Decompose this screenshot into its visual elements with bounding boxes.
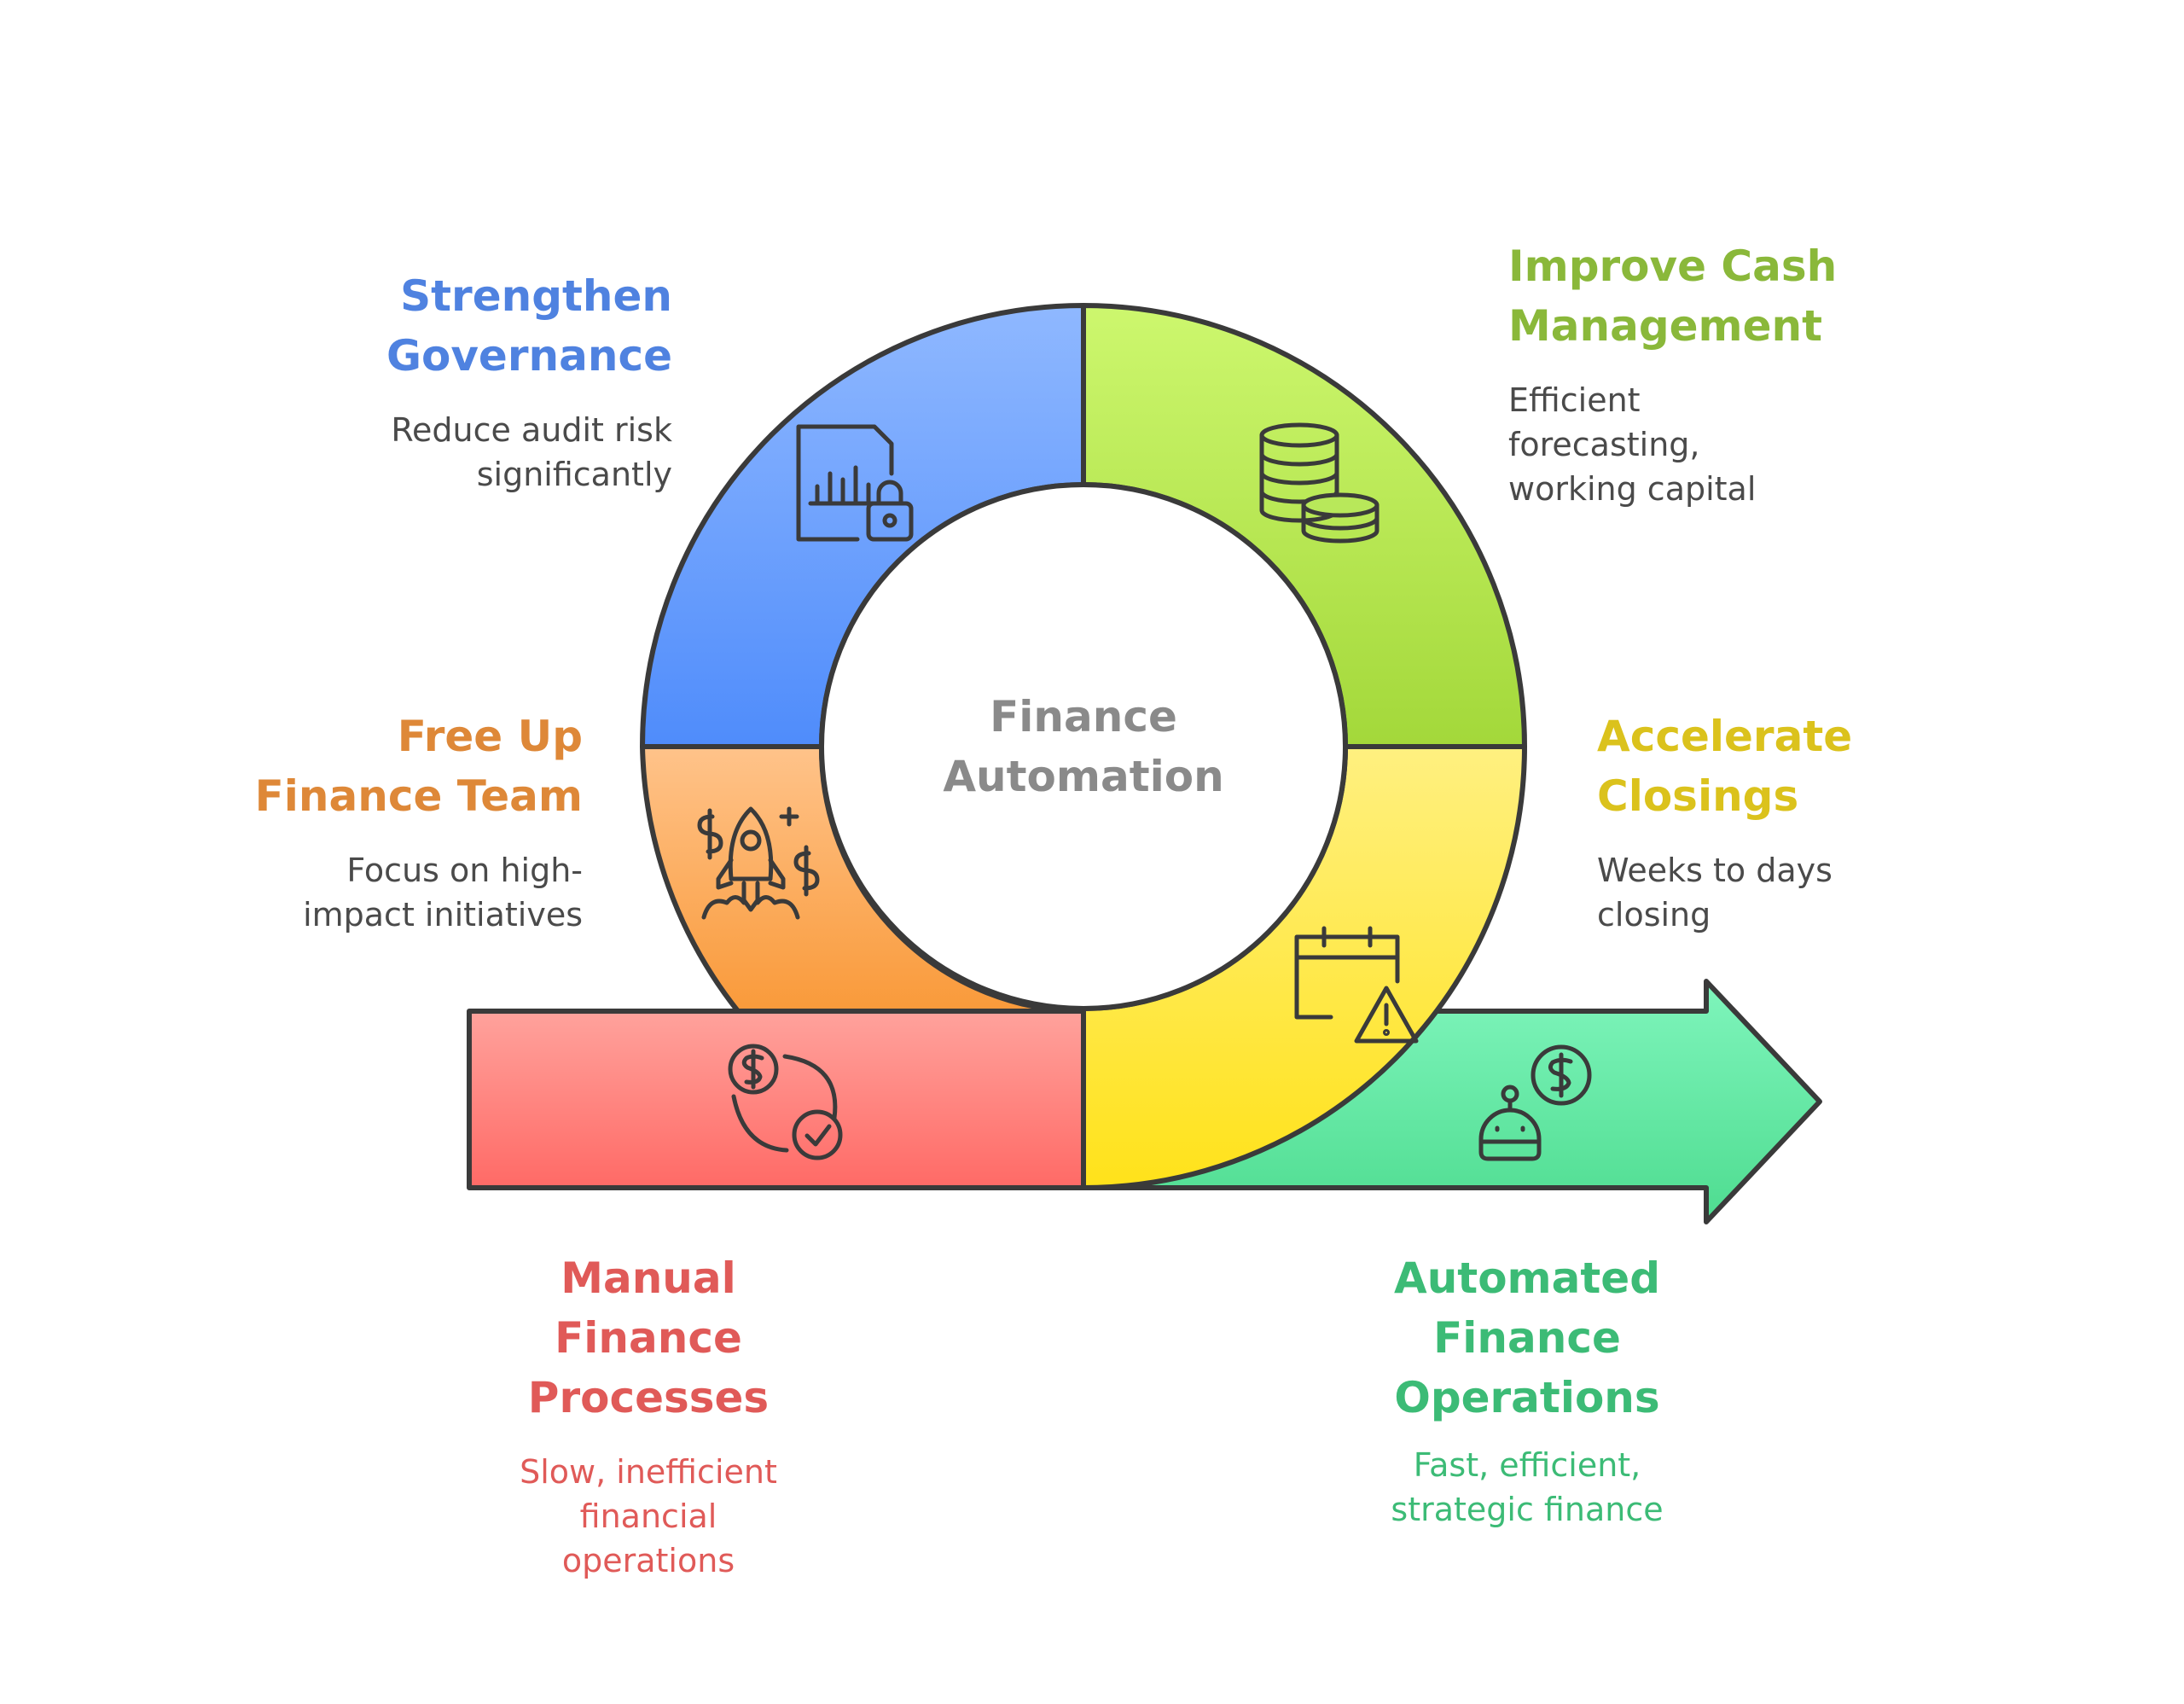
cash-title: Improve Cash Management <box>1508 236 1837 356</box>
closings-description: Weeks to days closing <box>1597 848 1852 937</box>
center-line-1: Finance <box>990 692 1177 742</box>
team-title-line-2: Finance Team <box>254 771 583 821</box>
dollar-cycle-check-icon <box>728 1044 843 1160</box>
team-title-line-1: Free Up <box>397 712 583 761</box>
manual-description: Slow, inefficient financial operations <box>435 1450 862 1583</box>
automated-title-line-2: Finance <box>1433 1313 1621 1363</box>
team-label: Free Up Finance Team Focus on high- impa… <box>255 707 583 937</box>
automated-title-line-1: Automated <box>1394 1253 1660 1303</box>
cash-desc-line-2: forecasting, <box>1508 426 1700 463</box>
cash-desc-line-1: Efficient <box>1508 381 1641 419</box>
cash-title-line-2: Management <box>1508 301 1823 351</box>
governance-label: Strengthen Governance Reduce audit risk … <box>386 266 672 497</box>
closings-title-line-1: Accelerate <box>1597 712 1853 761</box>
closings-desc-line-2: closing <box>1597 896 1711 933</box>
center-circle <box>819 482 1348 1011</box>
automated-desc-line-1: Fast, efficient, <box>1413 1446 1641 1484</box>
governance-title-line-1: Strengthen <box>400 271 672 321</box>
center-label: Finance Automation <box>904 687 1263 806</box>
center-line-2: Automation <box>943 752 1224 801</box>
cash-label: Improve Cash Management Efficient foreca… <box>1508 236 1837 511</box>
team-description: Focus on high- impact initiatives <box>255 848 583 937</box>
manual-bar <box>467 1009 1086 1190</box>
automated-label: Automated Finance Operations Fast, effic… <box>1314 1248 1740 1532</box>
cash-title-line-1: Improve Cash <box>1508 241 1838 291</box>
automated-title-line-3: Operations <box>1394 1373 1660 1422</box>
closings-title-line-2: Closings <box>1597 771 1799 821</box>
cash-desc-line-3: working capital <box>1508 470 1757 508</box>
manual-label: Manual Finance Processes Slow, inefficie… <box>435 1248 862 1583</box>
manual-title: Manual Finance Processes <box>435 1248 862 1428</box>
document-chart-lock-icon <box>796 424 914 542</box>
governance-desc-line-1: Reduce audit risk <box>391 411 672 449</box>
manual-title-line-2: Finance <box>555 1313 742 1363</box>
automated-desc-line-2: strategic finance <box>1391 1491 1664 1528</box>
team-title: Free Up Finance Team <box>255 707 583 826</box>
manual-desc-line-3: operations <box>561 1542 735 1579</box>
calendar-warning-icon <box>1294 926 1419 1044</box>
rocket-dollar-icon <box>697 806 820 920</box>
governance-description: Reduce audit risk significantly <box>386 408 672 497</box>
cash-description: Efficient forecasting, working capital <box>1508 378 1837 511</box>
team-desc-line-2: impact initiatives <box>303 896 583 933</box>
manual-desc-line-1: Slow, inefficient <box>520 1453 777 1491</box>
manual-title-line-1: Manual <box>561 1253 736 1303</box>
robot-dollar-icon <box>1478 1044 1592 1161</box>
team-desc-line-1: Focus on high- <box>346 852 583 889</box>
closings-label: Accelerate Closings Weeks to days closin… <box>1597 707 1852 937</box>
governance-title: Strengthen Governance <box>386 266 672 386</box>
automated-title: Automated Finance Operations <box>1314 1248 1740 1428</box>
manual-title-line-3: Processes <box>527 1373 770 1422</box>
automated-description: Fast, efficient, strategic finance <box>1314 1443 1740 1532</box>
coin-stacks-icon <box>1259 422 1380 544</box>
manual-desc-line-2: financial <box>579 1498 717 1535</box>
governance-title-line-2: Governance <box>386 331 672 381</box>
closings-desc-line-1: Weeks to days <box>1597 852 1833 889</box>
governance-desc-line-2: significantly <box>476 456 672 493</box>
closings-title: Accelerate Closings <box>1597 707 1852 826</box>
